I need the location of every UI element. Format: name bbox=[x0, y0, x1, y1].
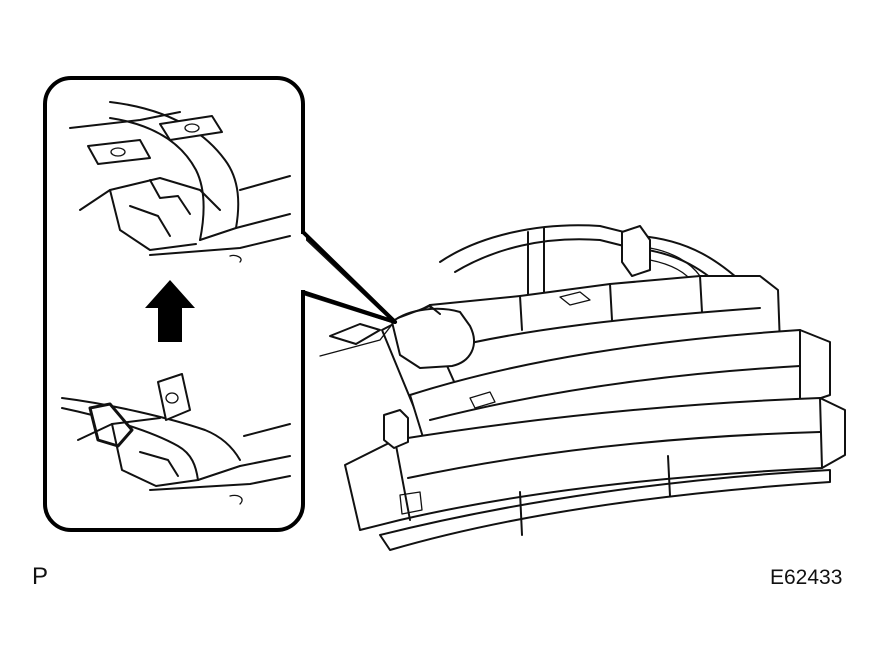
detail-callout bbox=[43, 76, 397, 532]
view-code-label: P bbox=[32, 563, 49, 590]
detail-top bbox=[69, 101, 291, 263]
figure-number-label: E62433 bbox=[770, 566, 843, 589]
arrow-up-icon bbox=[145, 280, 195, 342]
heater-control-assembly bbox=[319, 224, 846, 551]
detail-bottom bbox=[61, 373, 291, 505]
